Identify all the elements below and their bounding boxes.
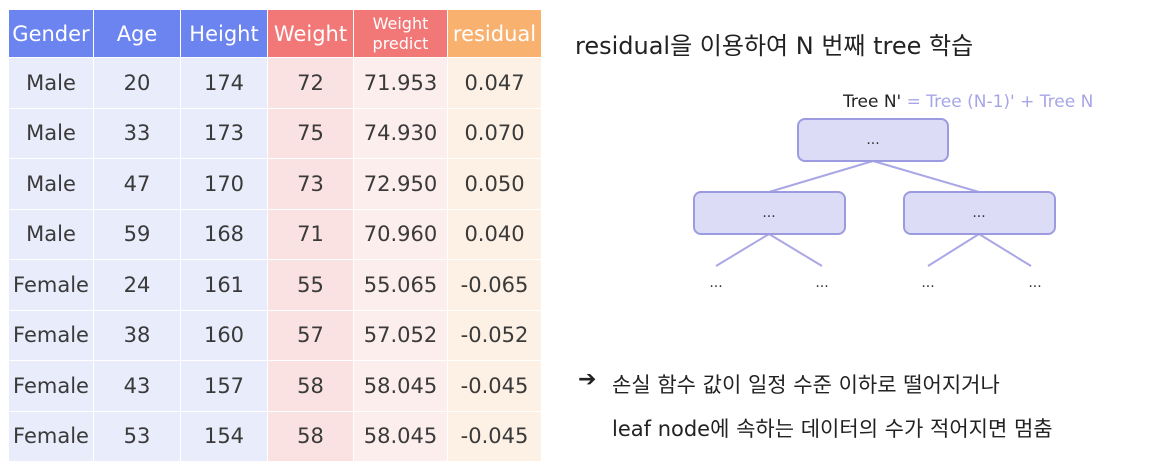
formula-lhs: Tree N' (843, 92, 902, 112)
cell-age: 53 (94, 411, 180, 461)
leaf-label-2: ... (815, 275, 828, 291)
cell-weight: 58 (268, 411, 353, 461)
cell-weight: 55 (268, 260, 353, 310)
edge-root-right (872, 160, 980, 193)
cell-age: 24 (94, 260, 180, 310)
root-node-label: ... (866, 132, 879, 148)
cell-weight: 57 (268, 310, 353, 360)
cell-height: 154 (181, 411, 267, 461)
table-header-row: Gender Age Height Weight Weight predict … (9, 10, 541, 57)
stop-condition-line2: leaf node에 속하는 데이터의 수가 적어지면 멈춤 (612, 417, 1053, 441)
cell-height: 173 (181, 108, 267, 158)
cell-height: 157 (181, 361, 267, 411)
edge-left-leaf1 (715, 233, 770, 267)
leaf-label-1: ... (709, 275, 722, 291)
cell-residual: 0.050 (448, 159, 541, 209)
header-age: Age (94, 10, 180, 57)
cell-height: 160 (181, 310, 267, 360)
cell-height: 168 (181, 209, 267, 259)
residual-table: Gender Age Height Weight Weight predict … (8, 9, 542, 462)
cell-weight-predict: 58.045 (354, 411, 447, 461)
cell-residual: 0.047 (448, 58, 541, 108)
edge-root-left (768, 160, 874, 193)
cell-height: 170 (181, 159, 267, 209)
cell-residual: 0.040 (448, 209, 541, 259)
right-node-label: ... (972, 205, 985, 221)
cell-age: 43 (94, 361, 180, 411)
root-node (797, 118, 949, 162)
cell-weight-predict: 55.065 (354, 260, 447, 310)
cell-weight: 75 (268, 108, 353, 158)
arrow-icon: ➔ (578, 367, 597, 392)
leaf-label-3: ... (921, 275, 934, 291)
cell-age: 38 (94, 310, 180, 360)
cell-residual: -0.065 (448, 260, 541, 310)
cell-weight: 71 (268, 209, 353, 259)
stop-condition-line1: 손실 함수 값이 일정 수준 이하로 떨어지거나 (612, 373, 1000, 397)
cell-gender: Female (9, 260, 93, 310)
cell-gender: Female (9, 361, 93, 411)
header-gender: Gender (9, 10, 93, 57)
cell-gender: Male (9, 58, 93, 108)
cell-residual: -0.045 (448, 361, 541, 411)
tree-formula: Tree N' = Tree (N-1)' + Tree N (843, 92, 1093, 112)
cell-residual: -0.052 (448, 310, 541, 360)
cell-weight: 73 (268, 159, 353, 209)
right-node (903, 191, 1056, 235)
cell-age: 20 (94, 58, 180, 108)
header-weight-predict: Weight predict (354, 10, 447, 57)
cell-height: 174 (181, 58, 267, 108)
header-residual: residual (448, 10, 541, 57)
cell-gender: Female (9, 411, 93, 461)
cell-age: 47 (94, 159, 180, 209)
cell-residual: 0.070 (448, 108, 541, 158)
cell-weight-predict: 71.953 (354, 58, 447, 108)
cell-gender: Male (9, 209, 93, 259)
edge-right-leaf3 (927, 233, 980, 267)
left-node (693, 191, 846, 235)
leaf-label-4: ... (1028, 275, 1041, 291)
cell-weight: 58 (268, 361, 353, 411)
header-height: Height (181, 10, 267, 57)
cell-age: 59 (94, 209, 180, 259)
cell-gender: Male (9, 159, 93, 209)
cell-height: 161 (181, 260, 267, 310)
cell-gender: Female (9, 310, 93, 360)
cell-weight-predict: 72.950 (354, 159, 447, 209)
cell-weight-predict: 58.045 (354, 361, 447, 411)
cell-residual: -0.045 (448, 411, 541, 461)
cell-gender: Male (9, 108, 93, 158)
formula-rhs: = Tree (N-1)' + Tree N (901, 92, 1094, 112)
header-weight: Weight (268, 10, 353, 57)
section-title: residual을 이용하여 N 번째 tree 학습 (575, 32, 974, 60)
left-node-label: ... (762, 205, 775, 221)
cell-weight-predict: 57.052 (354, 310, 447, 360)
edge-left-leaf2 (768, 233, 823, 267)
cell-weight-predict: 70.960 (354, 209, 447, 259)
edge-right-leaf4 (978, 233, 1032, 267)
cell-weight: 72 (268, 58, 353, 108)
header-weight-predict-label: Weight predict (372, 13, 429, 53)
cell-age: 33 (94, 108, 180, 158)
cell-weight-predict: 74.930 (354, 108, 447, 158)
